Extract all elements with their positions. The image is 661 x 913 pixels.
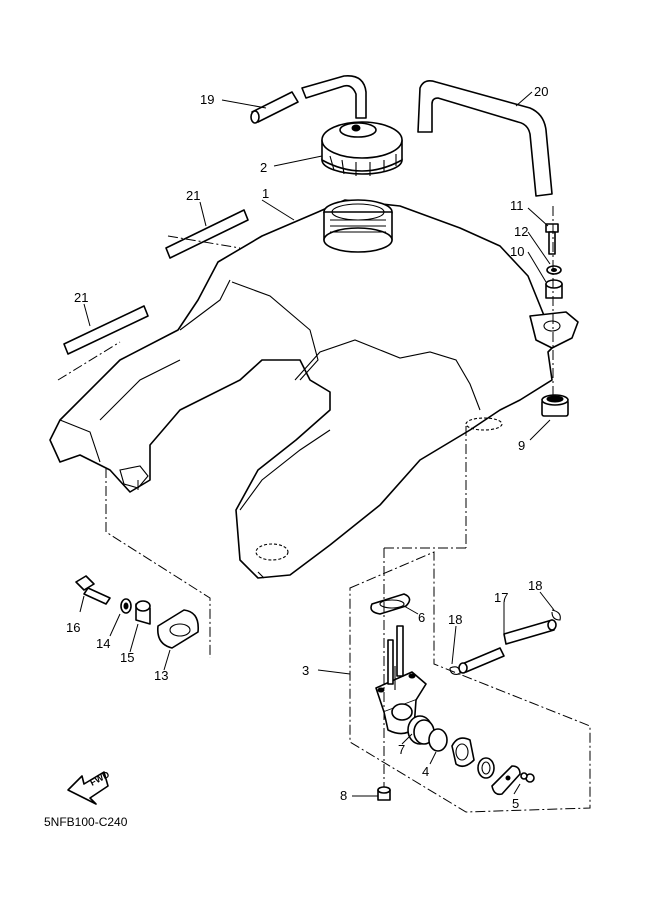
- band-strap: [417, 80, 553, 197]
- fuel-tank: [49, 199, 579, 579]
- o-ring-7: [407, 715, 435, 745]
- bolt-16: [75, 575, 111, 605]
- callout-12: 12: [514, 224, 528, 239]
- collar-15: [135, 600, 151, 625]
- fuel-cap: [321, 121, 403, 176]
- diagram-code: 5NFB100-C240: [44, 815, 128, 829]
- callout-10: 10: [510, 244, 524, 259]
- hose-clip-lower: [449, 666, 461, 675]
- o-ring-4: [428, 728, 448, 752]
- callout-20: 20: [534, 84, 548, 99]
- callout-21-upper: 21: [186, 188, 200, 203]
- fuel-hose: [458, 619, 557, 674]
- damper-13: [156, 609, 200, 649]
- callout-7: 7: [398, 742, 405, 757]
- callout-11: 11: [510, 198, 524, 213]
- grommet-9: [541, 394, 569, 417]
- gasket-ring: [477, 757, 495, 779]
- callout-6: 6: [418, 610, 425, 625]
- callout-5: 5: [512, 796, 519, 811]
- washer-14: [120, 598, 132, 614]
- callout-4: 4: [422, 764, 429, 779]
- screw-5: [520, 772, 535, 783]
- collar-10: [545, 279, 563, 299]
- damper-lower: [63, 305, 149, 355]
- breather-hose: [250, 75, 367, 124]
- callout-2: 2: [260, 160, 267, 175]
- hose-clip-upper: [551, 609, 561, 621]
- damper-upper: [165, 209, 249, 259]
- callout-18-upper: 18: [528, 578, 542, 593]
- callout-21-lower: 21: [74, 290, 88, 305]
- assembly-line: [105, 468, 211, 658]
- callout-13: 13: [154, 668, 168, 683]
- callout-9: 9: [518, 438, 525, 453]
- callout-19: 19: [200, 92, 214, 107]
- plate: [491, 765, 521, 796]
- callout-8: 8: [340, 788, 347, 803]
- callout-3: 3: [302, 663, 309, 678]
- drain-screw-8: [377, 786, 391, 801]
- callout-15: 15: [120, 650, 134, 665]
- assembly-line: [57, 341, 121, 381]
- callout-16: 16: [66, 620, 80, 635]
- fwd-arrow-icon: FWD: [67, 769, 111, 805]
- bolt-11: [545, 223, 559, 255]
- lever-knob: [451, 737, 475, 768]
- callout-17: 17: [494, 590, 508, 605]
- fuel-cock-assembly-boundary: [349, 551, 591, 813]
- gasket-6: [370, 593, 411, 615]
- leader-lines: [79, 91, 555, 797]
- callout-14: 14: [96, 636, 110, 651]
- callout-18-lower: 18: [448, 612, 462, 627]
- washer-12: [546, 265, 562, 275]
- callout-labels: 1 2 3 4 5 6 7 8 9 10 11 12 13 14 15 16 1…: [66, 84, 548, 811]
- assembly-line: [167, 235, 241, 249]
- callout-1: 1: [262, 186, 269, 201]
